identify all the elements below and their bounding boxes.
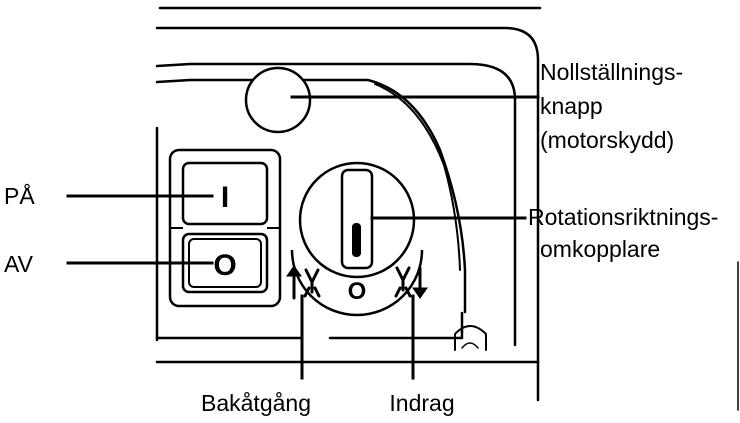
screw-boss-inner xyxy=(461,342,479,349)
label-reset-line1: Nollställnings- xyxy=(540,59,683,85)
label-rotation-line1: Rotationsriktnings- xyxy=(528,204,718,230)
housing xyxy=(155,6,739,411)
panel-inner-outline xyxy=(155,78,467,314)
leader-lines xyxy=(66,95,540,380)
panel-inner-outline-2 xyxy=(374,83,461,271)
on-switch-symbol: I xyxy=(221,181,229,214)
off-switch-symbol: O xyxy=(213,249,236,282)
label-reverse: Bakåtgång xyxy=(201,390,311,416)
on-switch-button[interactable] xyxy=(181,161,269,226)
screw-boss xyxy=(454,325,487,351)
retract-arrow-icon xyxy=(394,266,428,299)
housing-body-outline xyxy=(155,26,540,402)
reset-button-cap[interactable] xyxy=(244,66,312,134)
rotation-switch-scale-plate xyxy=(290,249,424,317)
rotation-neutral-symbol: O xyxy=(348,278,367,305)
reverse-arrow-icon xyxy=(286,265,321,300)
label-rotation-line2: omkopplare xyxy=(540,236,660,262)
reset-button[interactable] xyxy=(244,66,312,134)
label-reset-line2: knapp xyxy=(540,93,603,119)
label-reset-line3: (motorskydd) xyxy=(540,127,674,153)
power-switch-block xyxy=(168,148,282,308)
label-on: PÅ xyxy=(4,182,35,209)
label-off: AV xyxy=(4,251,34,277)
panel-bottom-edge xyxy=(155,311,464,340)
rotation-switch-pointer-mark xyxy=(352,223,361,257)
label-retract: Indrag xyxy=(389,390,454,416)
